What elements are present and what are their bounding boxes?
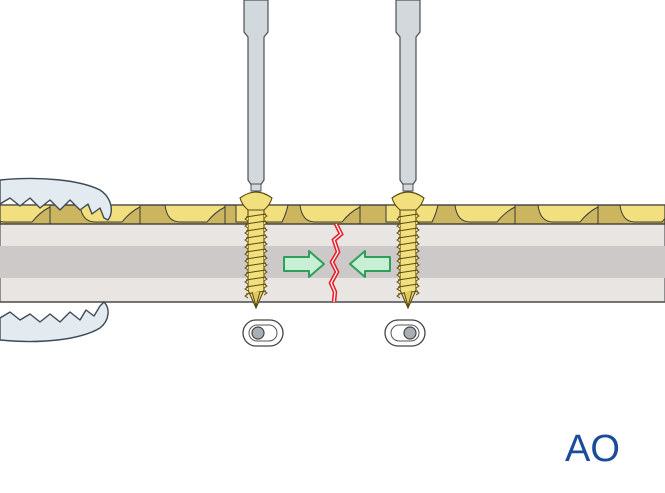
left-screw-assembly [239, 0, 273, 310]
screws [239, 0, 425, 310]
right-screwdriver [395, 0, 421, 192]
compression-arrow-right [283, 250, 325, 278]
right-screw [391, 191, 425, 310]
hole-diagram-left [242, 319, 284, 347]
forceps-upper-jaw [0, 177, 112, 221]
ao-logo-text: AO [565, 428, 620, 470]
bone-forceps [0, 177, 112, 343]
fracture-line [328, 222, 344, 303]
plate-hole [299, 205, 361, 224]
compression-arrow-left [349, 250, 391, 278]
left-screw [239, 191, 273, 310]
left-screwdriver [243, 0, 269, 192]
plate-hole [0, 205, 51, 224]
forceps-lower-jaw [0, 301, 109, 343]
right-screw-assembly [391, 0, 425, 310]
plate-hole [454, 205, 516, 224]
plate-hole [164, 205, 226, 224]
ao-logo: AO [565, 428, 620, 470]
plate-hole [537, 205, 599, 224]
hole-diagram-right [384, 319, 426, 347]
plate-hole [619, 205, 665, 223]
